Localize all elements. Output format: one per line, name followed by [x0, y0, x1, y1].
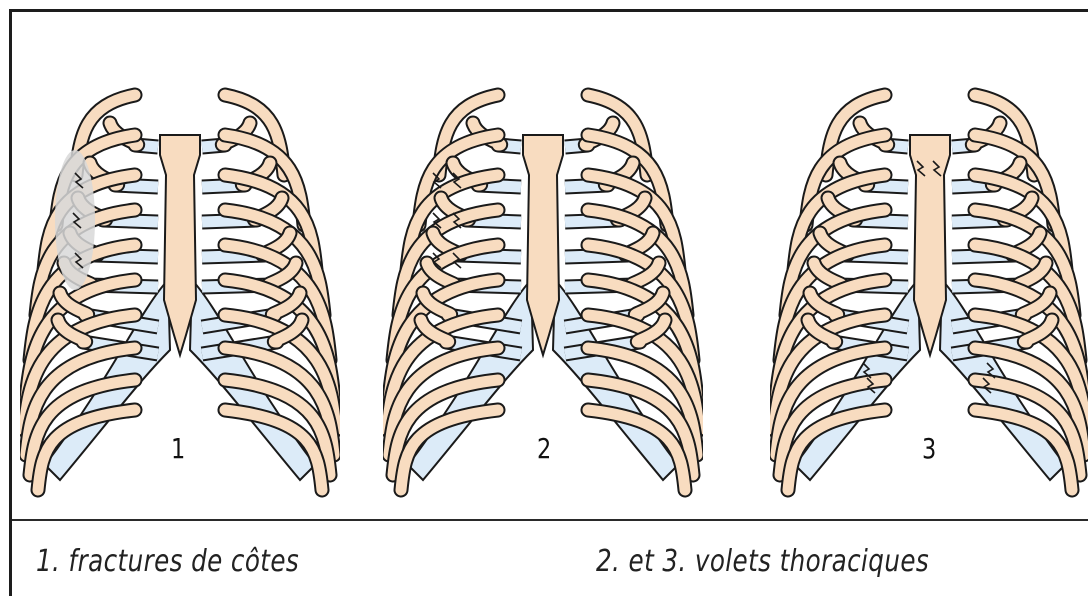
fracture-zone-highlight: [55, 150, 95, 290]
figure-number-2: 2: [537, 432, 551, 465]
caption-divider: [12, 519, 1088, 521]
caption-rib-fractures: 1. fractures de côtes: [36, 544, 299, 579]
figure-number-1: 1: [171, 432, 185, 465]
caption-flail-chest: 2. et 3. volets thoraciques: [596, 544, 929, 579]
figure-number-3: 3: [922, 432, 936, 465]
